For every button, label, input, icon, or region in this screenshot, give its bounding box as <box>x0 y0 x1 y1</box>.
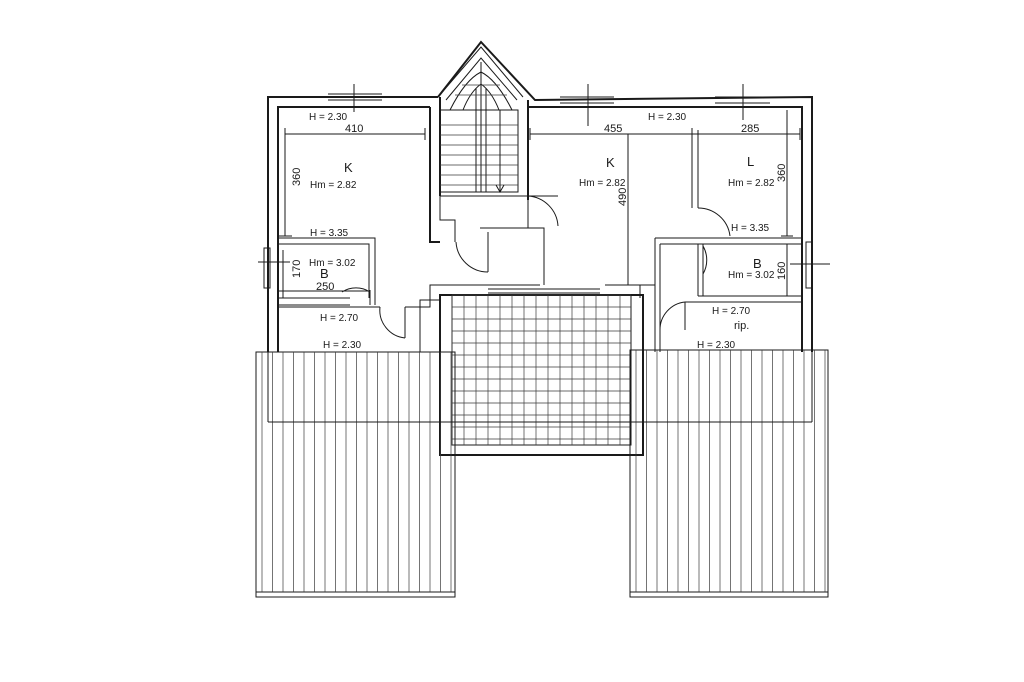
staircase <box>439 62 559 285</box>
height-labels: H = 2.30 H = 2.30 H = 3.35 H = 3.35 H = … <box>309 112 770 351</box>
room-labels: K Hm = 2.82 K Hm = 2.82 L Hm = 2.82 Hm =… <box>309 154 775 332</box>
dim-410: 410 <box>345 123 363 135</box>
height-bottom-right: H = 2.30 <box>697 340 736 351</box>
dim-360-right: 360 <box>776 164 788 182</box>
room-k-center-letter: K <box>606 155 615 170</box>
dim-160: 160 <box>776 262 788 280</box>
dim-250: 250 <box>316 281 334 293</box>
height-top-left: H = 2.30 <box>309 112 348 123</box>
room-k-center-height: Hm = 2.82 <box>579 178 626 189</box>
dim-170: 170 <box>291 260 303 278</box>
height-low-right: H = 2.70 <box>712 306 751 317</box>
gable-roof <box>437 46 524 101</box>
height-low-left: H = 2.70 <box>320 313 359 324</box>
dim-490: 490 <box>617 188 629 206</box>
right-deck <box>629 349 829 598</box>
windows <box>258 84 830 289</box>
dimension-labels: 410 455 285 360 360 490 170 250 160 <box>291 123 788 293</box>
height-mid-right: H = 3.35 <box>731 223 770 234</box>
outer-walls <box>267 40 813 352</box>
room-b-right-letter: B <box>753 256 762 271</box>
height-bottom-left: H = 2.30 <box>323 340 362 351</box>
right-wing-interior <box>605 130 802 352</box>
left-deck <box>255 351 456 598</box>
room-b-left-letter: B <box>320 266 329 281</box>
height-mid-left: H = 3.35 <box>310 228 349 239</box>
room-rip-letter: rip. <box>734 320 749 332</box>
room-b-right-height: Hm = 3.02 <box>728 270 775 281</box>
room-l-letter: L <box>747 154 754 169</box>
tiled-terrace <box>439 288 644 456</box>
dimension-lines <box>278 110 801 298</box>
dim-360-left: 360 <box>291 168 303 186</box>
room-k-left-height: Hm = 2.82 <box>310 180 357 191</box>
dim-285: 285 <box>741 123 759 135</box>
dim-455: 455 <box>604 123 622 135</box>
room-k-left-letter: K <box>344 160 353 175</box>
height-top-center: H = 2.30 <box>648 112 687 123</box>
room-b-left-height: Hm = 3.02 <box>309 258 356 269</box>
room-l-height: Hm = 2.82 <box>728 178 775 189</box>
